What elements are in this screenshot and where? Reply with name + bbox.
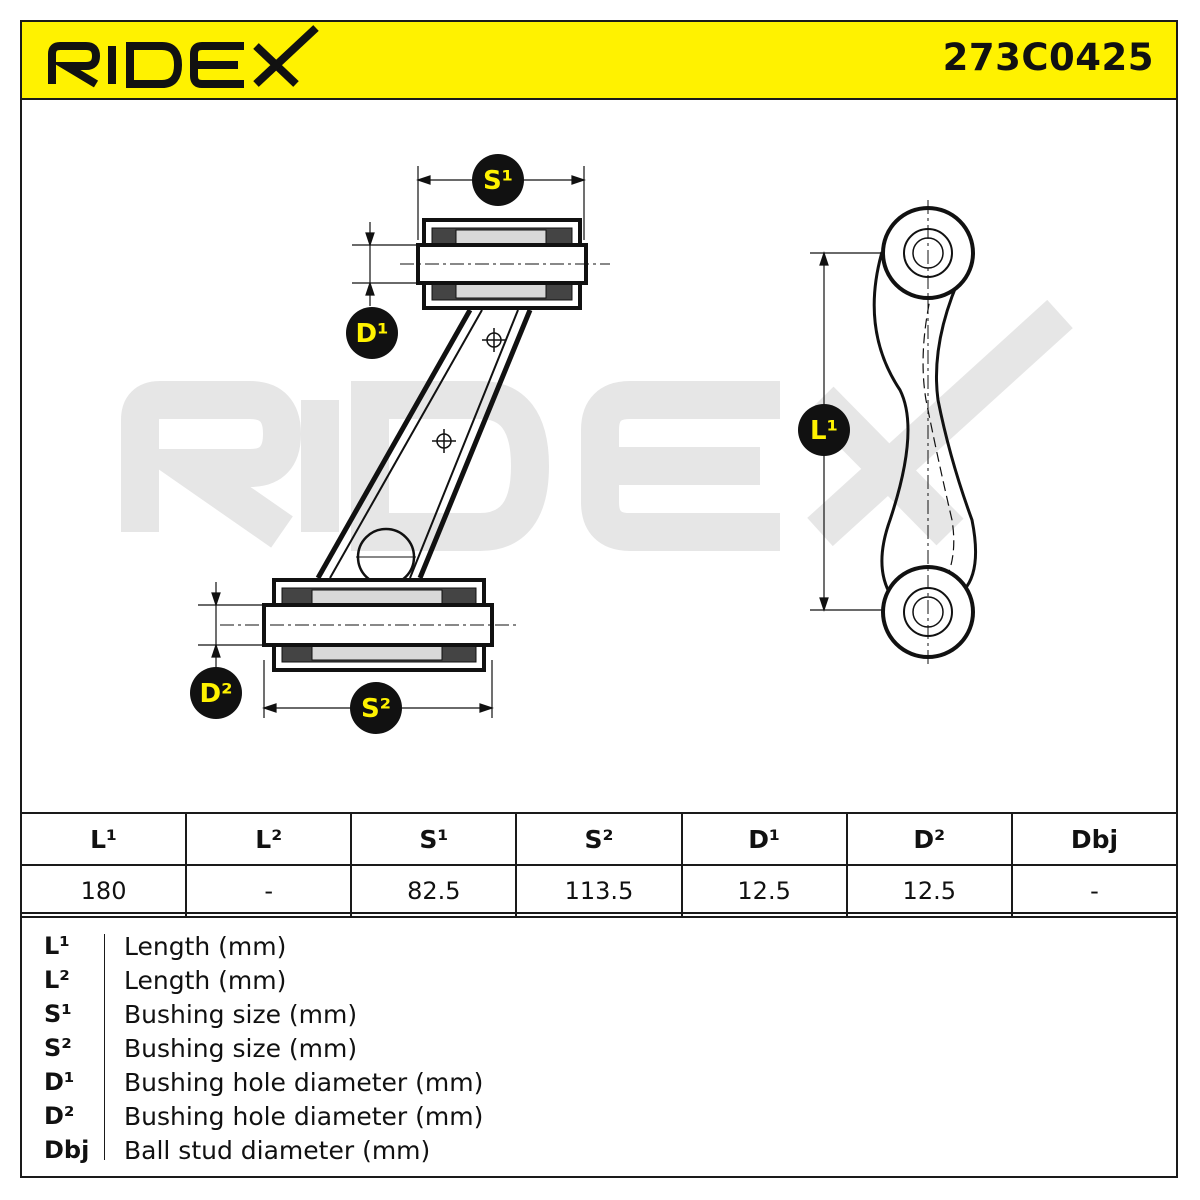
- arm-front-view: [872, 200, 978, 665]
- spec-value-cell: -: [185, 864, 353, 918]
- legend-desc: Ball stud diameter (mm): [124, 1136, 431, 1165]
- legend-desc: Length (mm): [124, 966, 287, 995]
- spec-value-cell: -: [1010, 864, 1179, 918]
- legend-desc: Length (mm): [124, 932, 287, 961]
- spec-table-header-row: L¹ L² S¹ S² D¹ D² Dbj: [19, 812, 1179, 866]
- spec-table-value-row: 180 - 82.5 113.5 12.5 12.5 -: [19, 864, 1179, 918]
- spec-header-cell: L¹: [19, 812, 188, 866]
- part-number: 273C0425: [942, 36, 1154, 79]
- legend-desc: Bushing hole diameter (mm): [124, 1068, 484, 1097]
- legend-code: S¹: [44, 1000, 72, 1028]
- svg-text:S¹: S¹: [483, 166, 513, 196]
- spec-value-cell: 113.5: [515, 864, 683, 918]
- watermark-logo: [121, 299, 1073, 551]
- svg-text:S²: S²: [361, 694, 391, 724]
- label-d2: D²: [190, 667, 242, 719]
- upper-bushing: [400, 218, 610, 310]
- lower-bushing: [220, 578, 520, 672]
- legend-row: D² Bushing hole diameter (mm): [20, 1102, 1120, 1136]
- header-bar: 273C0425: [20, 20, 1178, 100]
- legend-row: L¹ Length (mm): [20, 932, 1120, 966]
- legend-row: S² Bushing size (mm): [20, 1034, 1120, 1068]
- legend-code: L²: [44, 966, 70, 994]
- spec-header-cell: Dbj: [1010, 812, 1179, 866]
- ridex-logo: [48, 25, 319, 88]
- legend-code: S²: [44, 1034, 72, 1062]
- legend-row: D¹ Bushing hole diameter (mm): [20, 1068, 1120, 1102]
- legend-desc: Bushing size (mm): [124, 1034, 358, 1063]
- dimension-lines: [198, 166, 890, 718]
- spec-header-cell: S²: [515, 812, 683, 866]
- spec-table: L¹ L² S¹ S² D¹ D² Dbj 180 - 82.5 113.5 1…: [19, 812, 1179, 918]
- legend: L¹ Length (mm) L² Length (mm) S¹ Bushing…: [20, 912, 1178, 1178]
- legend-code: Dbj: [44, 1136, 90, 1164]
- arm-side-view: [315, 308, 533, 587]
- legend-desc: Bushing hole diameter (mm): [124, 1102, 484, 1131]
- spec-header-cell: D²: [845, 812, 1013, 866]
- spec-header-cell: D¹: [680, 812, 848, 866]
- legend-row: S¹ Bushing size (mm): [20, 1000, 1120, 1034]
- spec-value-cell: 82.5: [350, 864, 518, 918]
- svg-text:L¹: L¹: [810, 416, 838, 446]
- legend-row: L² Length (mm): [20, 966, 1120, 1000]
- label-d1: D¹: [346, 307, 398, 359]
- spec-header-cell: L²: [185, 812, 353, 866]
- label-l1: L¹: [798, 404, 850, 456]
- legend-code: D¹: [44, 1068, 75, 1096]
- technical-drawing: S¹ D¹ D² S² L¹: [121, 154, 1073, 734]
- legend-row: Dbj Ball stud diameter (mm): [20, 1136, 1120, 1170]
- svg-text:D²: D²: [200, 679, 233, 709]
- svg-text:D¹: D¹: [356, 319, 389, 349]
- legend-code: D²: [44, 1102, 75, 1130]
- legend-divider: [104, 934, 105, 1160]
- spec-header-cell: S¹: [350, 812, 518, 866]
- legend-desc: Bushing size (mm): [124, 1000, 358, 1029]
- spec-value-cell: 180: [19, 864, 188, 918]
- spec-value-cell: 12.5: [845, 864, 1013, 918]
- label-s2: S²: [350, 682, 402, 734]
- spec-value-cell: 12.5: [680, 864, 848, 918]
- label-s1: S¹: [472, 154, 524, 206]
- legend-code: L¹: [44, 932, 70, 960]
